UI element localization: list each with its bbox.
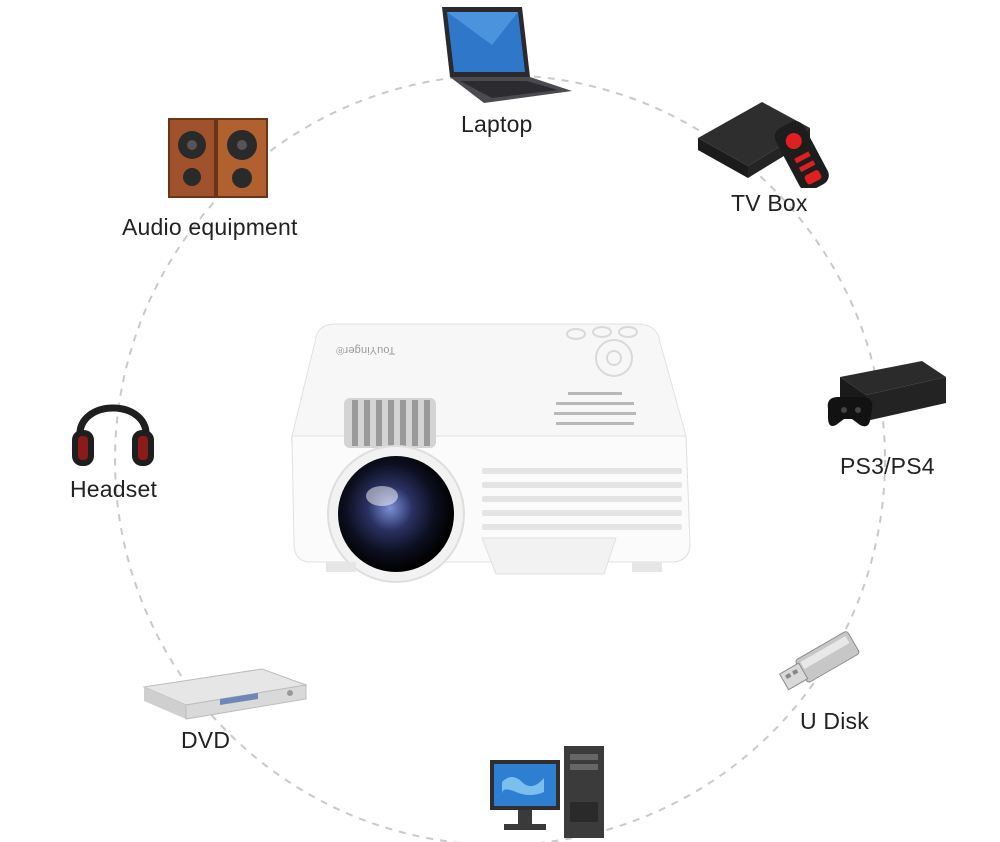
headset-label: Headset (70, 476, 158, 502)
ps3-ps4-label: PS3/PS4 (840, 453, 935, 479)
usb-drive-icon (778, 631, 860, 691)
headset-icon (72, 404, 154, 466)
desktop-computer-icon (490, 746, 604, 838)
projector-brand-label: TouYinger® (336, 344, 396, 356)
tv-box-label: TV Box (731, 190, 808, 216)
dvd-player-icon (142, 668, 308, 720)
laptop-icon (442, 7, 572, 103)
projector-icon (291, 323, 691, 583)
laptop-label: Laptop (461, 111, 533, 137)
u-disk-label: U Disk (800, 708, 869, 734)
dvd-label: DVD (181, 727, 231, 753)
game-console-icon (827, 361, 946, 427)
tv-box-icon (698, 102, 829, 188)
audio-equipment-label: Audio equipment (122, 214, 298, 240)
speakers-icon (168, 118, 268, 198)
